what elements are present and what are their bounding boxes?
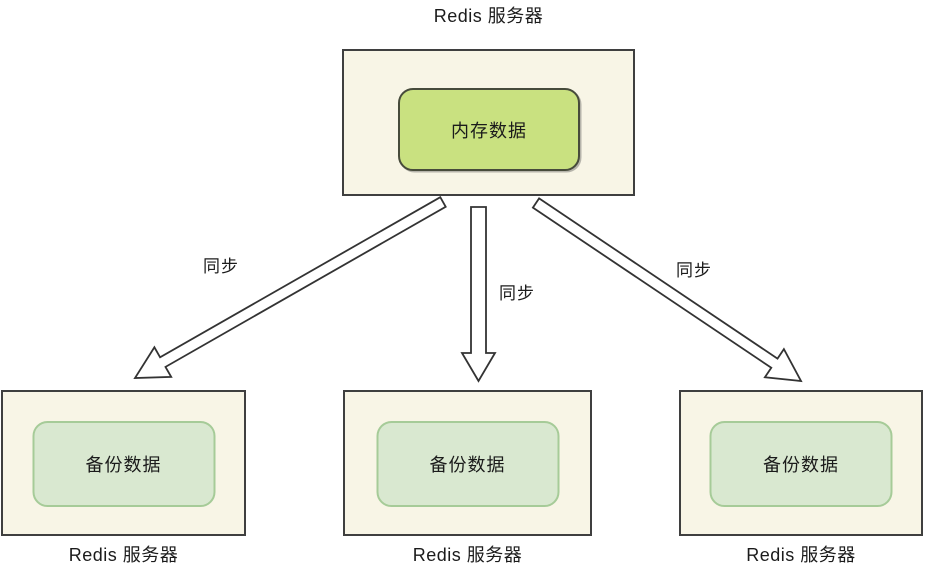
replica-server-title-1: Redis 服务器 <box>68 545 179 565</box>
master-memory-data-box: 内存数据 <box>398 88 580 171</box>
replica-backup-data-label-3: 备份数据 <box>763 455 839 475</box>
replica-server-title-2: Redis 服务器 <box>412 545 523 565</box>
replica-server-box-3: 备份数据 <box>679 390 923 536</box>
master-memory-data-label: 内存数据 <box>451 120 527 141</box>
sync-arrow-right <box>531 197 803 383</box>
replica-backup-data-box-2: 备份数据 <box>376 421 559 507</box>
sync-arrow-left <box>133 195 447 379</box>
sync-label-middle: 同步 <box>499 284 535 303</box>
replica-backup-data-box-1: 备份数据 <box>32 421 215 507</box>
replica-backup-data-box-3: 备份数据 <box>709 421 893 507</box>
sync-arrow-middle <box>460 206 497 383</box>
replica-backup-data-label-2: 备份数据 <box>429 455 506 475</box>
sync-label-left: 同步 <box>203 257 239 276</box>
replica-server-box-2: 备份数据 <box>343 390 592 536</box>
replica-backup-data-label-1: 备份数据 <box>85 455 162 475</box>
master-server-box: 内存数据 <box>342 49 635 196</box>
replica-server-title-3: Redis 服务器 <box>746 545 856 565</box>
master-server-title: Redis 服务器 <box>433 6 544 26</box>
replica-server-box-1: 备份数据 <box>1 390 246 536</box>
sync-label-right: 同步 <box>676 261 712 280</box>
